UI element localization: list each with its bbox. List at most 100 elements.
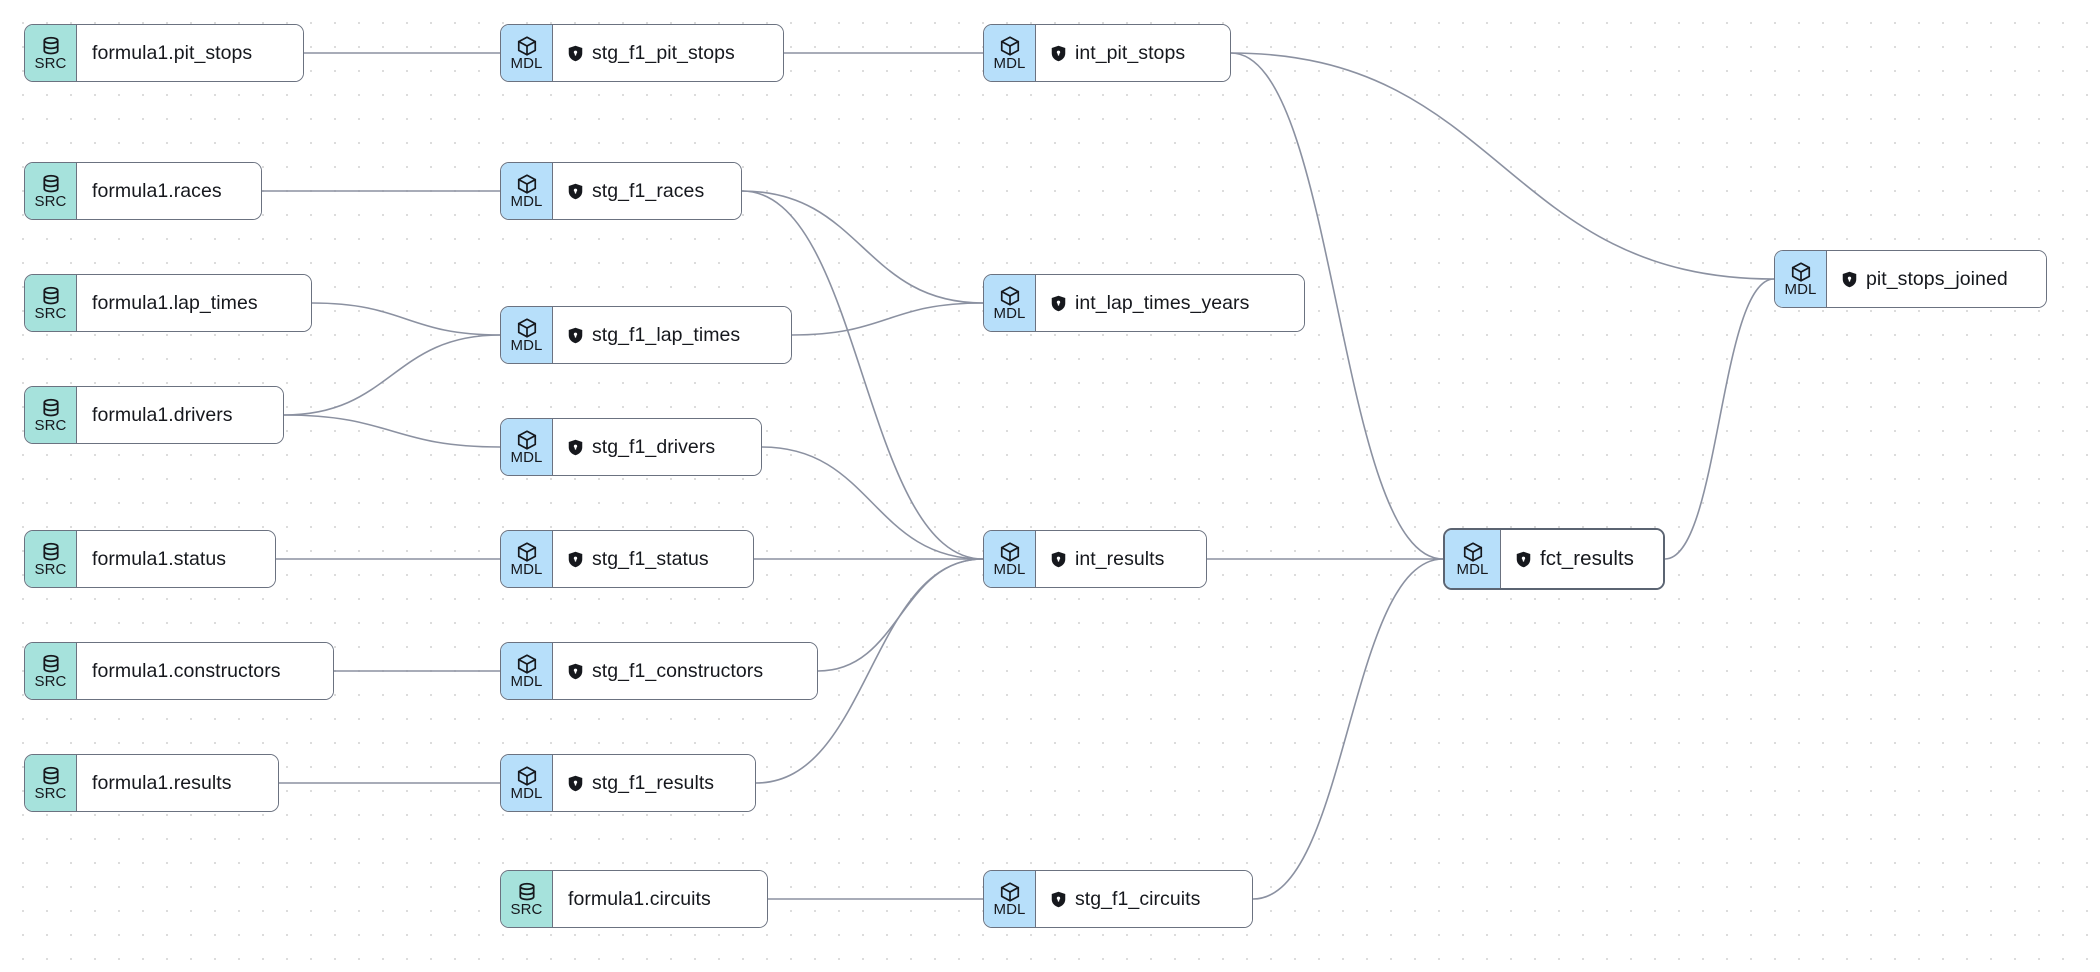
database-icon: [40, 765, 62, 787]
node-type-tab-model: MDL: [1445, 530, 1501, 588]
node-type-label: MDL: [993, 55, 1026, 72]
cube-icon: [999, 881, 1021, 903]
database-icon: [40, 173, 62, 195]
shield-lock-icon: [1051, 891, 1066, 908]
node-type-tab-model: MDL: [501, 755, 553, 811]
shield-lock-icon: [1516, 551, 1531, 568]
node-type-label: MDL: [993, 901, 1026, 918]
node-label: int_pit_stops: [1075, 41, 1186, 64]
node-type-label: SRC: [34, 561, 67, 578]
node-label: int_lap_times_years: [1075, 291, 1250, 314]
node-type-tab-model: MDL: [501, 531, 553, 587]
node-label: stg_f1_lap_times: [592, 323, 741, 346]
node-body: formula1.circuits: [553, 871, 767, 927]
edge-src_lap_times-to-stg_lap_times: [311, 302, 501, 336]
edge-fct_results-to-pit_stops_joined: [1664, 278, 1775, 560]
database-icon: [40, 35, 62, 57]
cube-icon: [999, 541, 1021, 563]
graph-node-src_circuits[interactable]: SRC formula1.circuits: [500, 870, 768, 928]
node-body: formula1.pit_stops: [77, 25, 303, 81]
node-type-label: MDL: [510, 561, 543, 578]
node-body: stg_f1_results: [553, 755, 755, 811]
node-body: stg_f1_drivers: [553, 419, 761, 475]
node-body: stg_f1_lap_times: [553, 307, 791, 363]
node-type-label: MDL: [510, 193, 543, 210]
node-type-tab-source: SRC: [501, 871, 553, 927]
node-label: formula1.circuits: [568, 887, 711, 910]
database-icon: [40, 541, 62, 563]
node-type-tab-model: MDL: [501, 643, 553, 699]
node-type-label: SRC: [34, 305, 67, 322]
graph-node-int_pit_stops[interactable]: MDL int_pit_stops: [983, 24, 1231, 82]
node-type-label: MDL: [510, 785, 543, 802]
graph-node-stg_races[interactable]: MDL stg_f1_races: [500, 162, 742, 220]
node-type-label: SRC: [34, 55, 67, 72]
node-body: fct_results: [1501, 530, 1663, 588]
node-type-label: MDL: [1784, 281, 1817, 298]
node-type-tab-model: MDL: [984, 25, 1036, 81]
node-type-tab-source: SRC: [25, 275, 77, 331]
cube-icon: [999, 35, 1021, 57]
shield-lock-icon: [1051, 551, 1066, 568]
node-type-tab-model: MDL: [984, 531, 1036, 587]
graph-node-src_pit_stops[interactable]: SRC formula1.pit_stops: [24, 24, 304, 82]
node-type-tab-model: MDL: [501, 307, 553, 363]
shield-lock-icon: [568, 551, 583, 568]
edge-stg_drivers-to-int_results: [761, 446, 984, 560]
node-body: stg_f1_constructors: [553, 643, 817, 699]
node-label: stg_f1_races: [592, 179, 705, 202]
cube-icon: [516, 765, 538, 787]
node-type-tab-source: SRC: [25, 163, 77, 219]
edge-stg_circuits-to-fct_results: [1252, 558, 1444, 900]
node-label: pit_stops_joined: [1866, 267, 2008, 290]
graph-node-int_lap_times_years[interactable]: MDL int_lap_times_years: [983, 274, 1305, 332]
graph-node-stg_constructors[interactable]: MDL stg_f1_constructors: [500, 642, 818, 700]
graph-node-fct_results[interactable]: MDL fct_results: [1443, 528, 1665, 590]
edge-stg_races-to-int_results: [741, 190, 984, 560]
shield-lock-icon: [568, 45, 583, 62]
node-type-tab-source: SRC: [25, 25, 77, 81]
shield-lock-icon: [568, 327, 583, 344]
cube-icon: [516, 653, 538, 675]
cube-icon: [516, 173, 538, 195]
node-type-tab-source: SRC: [25, 643, 77, 699]
node-label: formula1.results: [92, 771, 232, 794]
node-label: stg_f1_pit_stops: [592, 41, 735, 64]
graph-node-pit_stops_joined[interactable]: MDL pit_stops_joined: [1774, 250, 2047, 308]
node-type-label: MDL: [993, 561, 1026, 578]
database-icon: [40, 285, 62, 307]
graph-node-stg_results[interactable]: MDL stg_f1_results: [500, 754, 756, 812]
shield-lock-icon: [1051, 45, 1066, 62]
graph-node-int_results[interactable]: MDL int_results: [983, 530, 1207, 588]
node-type-label: MDL: [510, 337, 543, 354]
edge-stg_lap_times-to-int_lap_times_years: [791, 302, 984, 336]
node-type-tab-model: MDL: [984, 275, 1036, 331]
node-type-label: MDL: [510, 55, 543, 72]
node-body: formula1.results: [77, 755, 278, 811]
graph-node-stg_pit_stops[interactable]: MDL stg_f1_pit_stops: [500, 24, 784, 82]
node-type-label: SRC: [510, 901, 543, 918]
node-type-label: MDL: [993, 305, 1026, 322]
node-body: stg_f1_races: [553, 163, 741, 219]
node-label: stg_f1_results: [592, 771, 715, 794]
cube-icon: [516, 35, 538, 57]
edge-int_pit_stops-to-pit_stops_joined: [1230, 52, 1775, 280]
node-type-tab-model: MDL: [984, 871, 1036, 927]
node-label: formula1.drivers: [92, 403, 233, 426]
graph-node-stg_lap_times[interactable]: MDL stg_f1_lap_times: [500, 306, 792, 364]
cube-icon: [1462, 541, 1484, 563]
node-label: fct_results: [1540, 547, 1634, 570]
node-label: stg_f1_constructors: [592, 659, 764, 682]
node-body: int_results: [1036, 531, 1206, 587]
